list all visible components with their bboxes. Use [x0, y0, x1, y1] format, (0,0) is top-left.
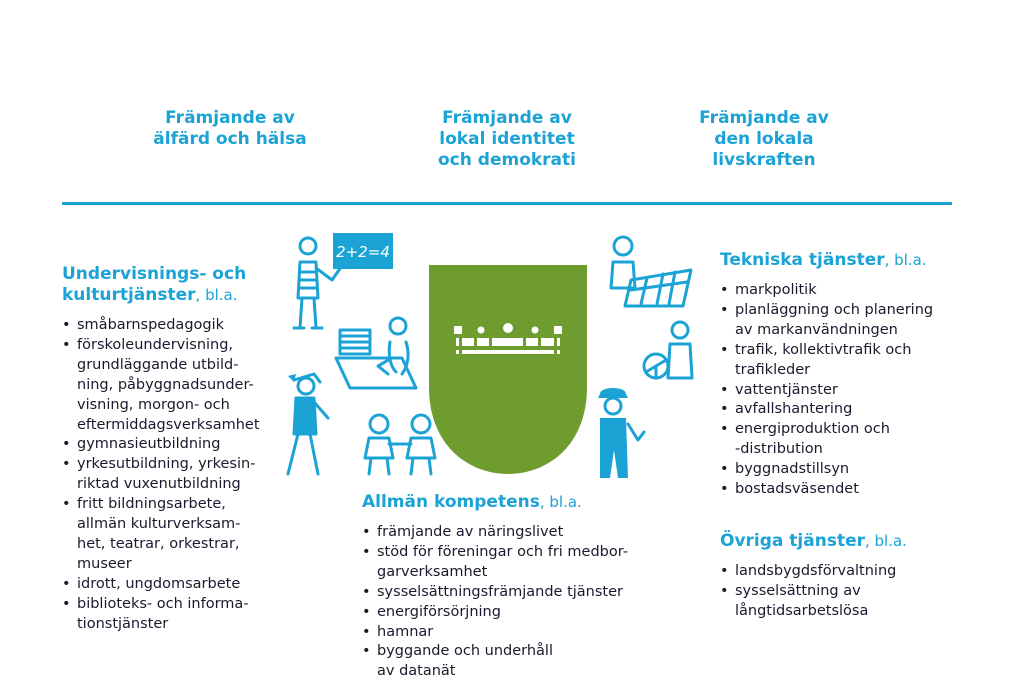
header-line: lokal identitet — [439, 129, 575, 149]
header-line: och demokrati — [438, 150, 576, 170]
header-vitality: Främjande av den lokala livskraften — [664, 108, 864, 171]
other-services-section: Övriga tjänster, bl.a. landsbygdsförvalt… — [720, 531, 970, 622]
header-line: Främjande av — [699, 108, 829, 128]
list-item: landsbygdsförvaltning — [720, 562, 970, 582]
list-item: yrkesutbildning, yrkesin- riktad vuxenut… — [62, 455, 292, 495]
title-text: Undervisnings- och kulturtjänster — [62, 264, 247, 305]
service-list: småbarnspedagogik förskoleundervisning, … — [62, 316, 292, 635]
list-item: bostadsväsendet — [720, 480, 970, 500]
teacher-icon: 2+2=4 — [292, 233, 393, 330]
title-text: Allmän kompetens — [362, 492, 540, 512]
list-item: energiförsörjning — [362, 603, 682, 623]
technical-services-section: Tekniska tjänster, bl.a. markpolitik pla… — [720, 250, 970, 500]
header-line: den lokala — [714, 129, 814, 149]
children-icon — [363, 413, 437, 476]
title-suffix: , bl.a. — [884, 251, 927, 269]
title-suffix: , bl.a. — [195, 286, 238, 304]
list-item: stöd för föreningar och fri medbor- garv… — [362, 543, 682, 583]
list-item: byggnadstillsyn — [720, 460, 970, 480]
header-line: livskraften — [712, 150, 816, 170]
list-item: fritt bildningsarbete, allmän kulturverk… — [62, 495, 292, 575]
shield-emblem-icon — [429, 265, 587, 474]
worker-icon — [598, 388, 646, 478]
list-item: idrott, ungdomsarbete — [62, 575, 292, 595]
title-suffix: , bl.a. — [539, 493, 582, 511]
header-line: älfärd och hälsa — [153, 129, 307, 149]
list-item: energiproduktion och -distribution — [720, 420, 970, 460]
list-item: sysselsättning av långtidsarbetslösa — [720, 582, 970, 622]
header-identity: Främjande av lokal identitet och demokra… — [407, 108, 607, 171]
list-item: sysselsättningsfrämjande tjänster — [362, 583, 682, 603]
list-item: trafik, kollektivtrafik och trafikleder — [720, 341, 970, 381]
general-competence-section: Allmän kompetens, bl.a. främjande av när… — [362, 492, 682, 682]
list-item: planläggning och planering av markanvänd… — [720, 301, 970, 341]
list-item: småbarnspedagogik — [62, 316, 292, 336]
title-suffix: , bl.a. — [865, 532, 907, 550]
driver-icon — [642, 320, 694, 380]
list-item: vattentjänster — [720, 381, 970, 401]
list-item: markpolitik — [720, 281, 970, 301]
header-line: Främjande av — [442, 108, 572, 128]
list-item: biblioteks- och informa- tionstjänster — [62, 595, 292, 635]
list-item: hamnar — [362, 623, 682, 643]
service-list: markpolitik planläggning och planering a… — [720, 281, 970, 500]
education-culture-section: Undervisnings- och kulturtjänster, bl.a.… — [62, 264, 292, 635]
header-line: Främjande av — [165, 108, 295, 128]
board-text: 2+2=4 — [336, 243, 390, 261]
section-title: Tekniska tjänster, bl.a. — [720, 250, 970, 271]
planner-icon — [609, 235, 693, 308]
section-title: Undervisnings- och kulturtjänster, bl.a. — [62, 264, 292, 306]
title-text: Övriga tjänster — [720, 531, 865, 551]
list-item: byggande och underhåll av datanät — [362, 642, 682, 682]
list-item: avfallshantering — [720, 400, 970, 420]
title-text: Tekniska tjänster — [720, 250, 885, 270]
header-welfare: Främjande av älfärd och hälsa — [130, 108, 330, 150]
service-list: landsbygdsförvaltning sysselsättning av … — [720, 562, 970, 622]
header-divider — [62, 202, 952, 205]
list-item: förskoleundervisning, grundläggande utbi… — [62, 336, 292, 436]
section-title: Allmän kompetens, bl.a. — [362, 492, 682, 513]
section-title: Övriga tjänster, bl.a. — [720, 531, 970, 552]
reading-person-icon — [334, 316, 418, 390]
list-item: främjande av näringslivet — [362, 523, 682, 543]
list-item: gymnasieutbildning — [62, 435, 292, 455]
service-list: främjande av näringslivet stöd för fören… — [362, 523, 682, 682]
